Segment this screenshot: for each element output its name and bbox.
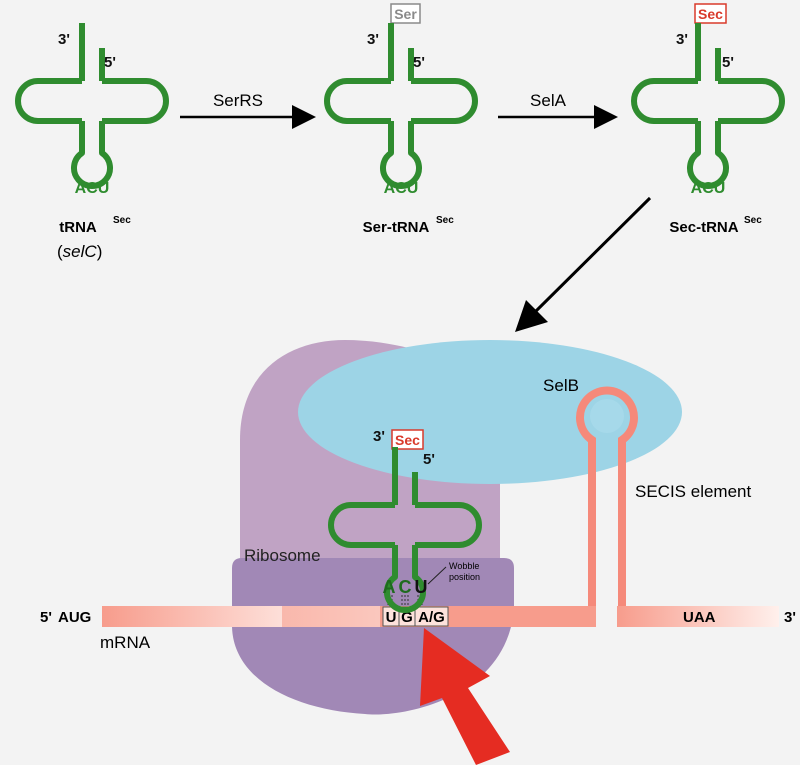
trna-cloverleaf-icon [18, 23, 166, 186]
trna-cloverleaf-icon [634, 23, 782, 186]
wobble-label-line2: position [449, 572, 480, 582]
codon-base-2: G [401, 609, 413, 626]
uga-pointer-arrow [420, 628, 510, 765]
three-prime-end-label: 3' [367, 31, 379, 48]
stop-codon: UAA [683, 609, 716, 626]
mrna-segment-right [617, 606, 779, 627]
ser-trna-sec: Ser 3' 5' ACU Ser-tRNA Sec [327, 3, 475, 236]
codon-base-3: A/G [418, 609, 445, 626]
ribosome-label: Ribosome [244, 546, 321, 565]
sela-arrow: SelA [498, 91, 618, 129]
anticodon-label: ACU [691, 180, 726, 197]
trna-name-superscript: Sec [113, 215, 131, 226]
five-prime-end-label: 5' [413, 54, 425, 71]
serrs-arrow: SerRS [180, 91, 316, 129]
uga-codon: U G A/G [382, 606, 449, 627]
codon-base-1: U [386, 609, 397, 626]
three-prime-end-label: 3' [373, 428, 385, 445]
sec-tag: Sec [698, 6, 723, 22]
mrna-label: mRNA [100, 633, 151, 652]
trna-cloverleaf-icon [327, 23, 475, 186]
trna-name-main: Sec-tRNA [669, 219, 738, 236]
anticodon-base-3-wobble: U [415, 577, 428, 597]
sec-tag: Sec [395, 432, 420, 448]
trna-name-main: tRNA [59, 219, 97, 236]
five-prime-end-label: 5' [423, 451, 435, 468]
ser-tag-box [390, 3, 421, 24]
anticodon-label: ACU [384, 180, 419, 197]
trna-name-main: Ser-tRNA [363, 219, 430, 236]
mrna-three-prime: 3' [784, 609, 796, 626]
trna-name-superscript: Sec [436, 215, 454, 226]
ser-tag: Ser [394, 6, 417, 22]
secis-element [576, 386, 638, 616]
wobble-label-line1: Wobble [449, 561, 479, 571]
anticodon-base-2: C [399, 577, 412, 597]
sec-tag-box [391, 429, 424, 450]
serrs-label: SerRS [213, 91, 263, 110]
anticodon-base-1: A [383, 577, 396, 597]
sec-trna-in-ribosome: Sec 3' 5' A C U [331, 428, 479, 610]
sec-trna-sec: Sec 3' 5' ACU Sec-tRNA Sec [634, 3, 782, 236]
wobble-leader-line [427, 566, 447, 585]
three-prime-end-label: 3' [58, 31, 70, 48]
start-codon: AUG [58, 609, 91, 626]
five-prime-end-label: 5' [104, 54, 116, 71]
gene-name: (selC) [57, 242, 102, 261]
trna-sec-uncharged: 3' 5' ACU tRNA Sec (selC) [18, 23, 166, 261]
three-prime-end-label: 3' [676, 31, 688, 48]
mrna-five-prime: 5' [40, 609, 52, 626]
anticodon-label: ACU [75, 180, 110, 197]
trna-name-superscript: Sec [744, 215, 762, 226]
secis-label: SECIS element [635, 482, 751, 501]
delivery-arrow [515, 196, 652, 332]
selb-label: SelB [543, 376, 579, 395]
sela-label: SelA [530, 91, 567, 110]
sec-tag-box [694, 3, 727, 24]
five-prime-end-label: 5' [722, 54, 734, 71]
